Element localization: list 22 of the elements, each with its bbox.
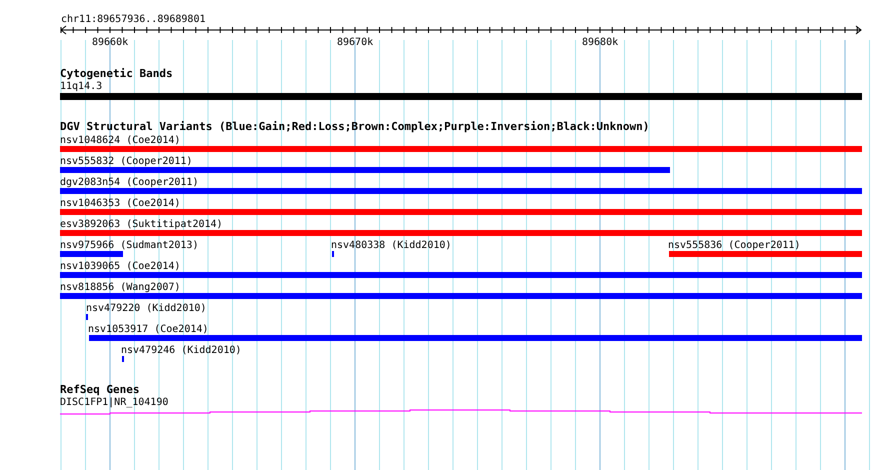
track-title: RefSeq Genes — [60, 384, 140, 395]
variant-label: dgv2083n54 (Cooper2011) — [60, 177, 198, 188]
variant-label: nsv818856 (Wang2007) — [60, 282, 180, 293]
track-title: DGV Structural Variants (Blue:Gain;Red:Loss;Brown:Complex;Purple:Inversion;Black:Unknown) — [60, 121, 650, 132]
variant-label: nsv975966 (Sudmant2013) — [60, 240, 198, 251]
variant-label: nsv479220 (Kidd2010) — [86, 303, 206, 314]
region-label: chr11:89657936..89689801 — [61, 14, 206, 25]
gene-label: DISC1FP1|NR_104190 — [60, 397, 168, 408]
tick-label: 89670k — [337, 37, 374, 48]
variant-label: esv3892063 (Suktitipat2014) — [60, 219, 223, 230]
variant-label: nsv479246 (Kidd2010) — [121, 345, 242, 356]
tick-label: 89680k — [582, 37, 618, 48]
variant-label: nsv1048624 (Coe2014) — [60, 135, 180, 146]
variant-label: nsv1046353 (Coe2014) — [60, 198, 180, 209]
tick-label: 89660k — [92, 37, 128, 48]
variant-label: nsv1039065 (Coe2014) — [60, 261, 180, 272]
band-label: 11q14.3 — [60, 81, 102, 92]
variant-label: nsv555832 (Cooper2011) — [60, 156, 192, 167]
variant-label: nsv480338 (Kidd2010) — [331, 240, 452, 251]
variant-label: nsv1053917 (Coe2014) — [88, 324, 208, 335]
variant-label: nsv555836 (Cooper2011) — [668, 240, 800, 251]
track-title: Cytogenetic Bands — [60, 68, 173, 79]
